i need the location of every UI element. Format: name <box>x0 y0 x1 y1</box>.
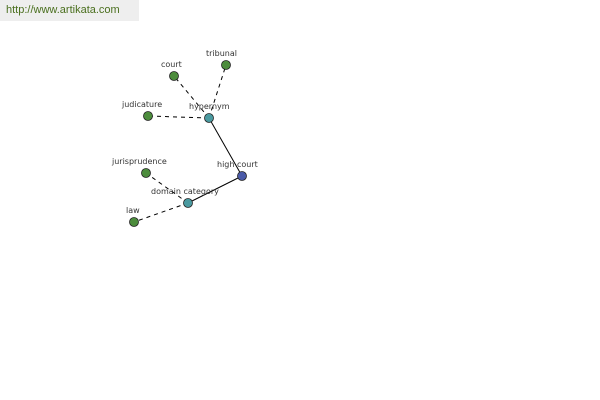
edge-domain-category-law <box>133 202 189 223</box>
node-high-court[interactable]: high court <box>217 160 258 181</box>
node-domain-category[interactable]: domain category <box>151 187 219 208</box>
edge-hypernym-tribunal <box>208 64 227 119</box>
nodes: high court hypernym domain category court tr… <box>111 49 258 227</box>
node-label-domain-category[interactable]: domain category <box>151 187 219 196</box>
url-link[interactable]: http://www.artikata.com <box>6 4 120 16</box>
edge-hypernym-judicature <box>147 115 210 119</box>
node-label-high-court[interactable]: high court <box>217 160 258 169</box>
node-label-law[interactable]: law <box>126 206 140 215</box>
edge-hypernym-court <box>173 75 210 119</box>
node-tribunal[interactable]: tribunal <box>206 49 237 70</box>
url-banner: http://www.artikata.com <box>0 0 139 21</box>
node-court[interactable]: court <box>161 60 182 81</box>
node-label-tribunal[interactable]: tribunal <box>206 49 237 58</box>
node-hypernym[interactable]: hypernym <box>189 102 230 123</box>
edge-domain-category-jurisprudence <box>145 172 189 204</box>
node-jurisprudence[interactable]: jurisprudence <box>111 157 167 178</box>
node-judicature[interactable]: judicature <box>121 100 162 121</box>
edge-high-court-domain-category <box>187 175 243 204</box>
node-label-judicature[interactable]: judicature <box>121 100 162 109</box>
node-dot-hypernym[interactable] <box>204 113 214 123</box>
node-dot-law[interactable] <box>129 217 139 227</box>
edges <box>133 64 243 223</box>
node-label-court[interactable]: court <box>161 60 182 69</box>
node-dot-high-court[interactable] <box>237 171 247 181</box>
node-dot-jurisprudence[interactable] <box>141 168 151 178</box>
node-dot-domain-category[interactable] <box>183 198 193 208</box>
node-label-jurisprudence[interactable]: jurisprudence <box>111 157 167 166</box>
node-law[interactable]: law <box>126 206 140 227</box>
node-label-hypernym[interactable]: hypernym <box>189 102 230 111</box>
node-dot-tribunal[interactable] <box>221 60 231 70</box>
node-dot-judicature[interactable] <box>143 111 153 121</box>
edge-high-court-hypernym <box>208 117 243 177</box>
node-dot-court[interactable] <box>169 71 179 81</box>
